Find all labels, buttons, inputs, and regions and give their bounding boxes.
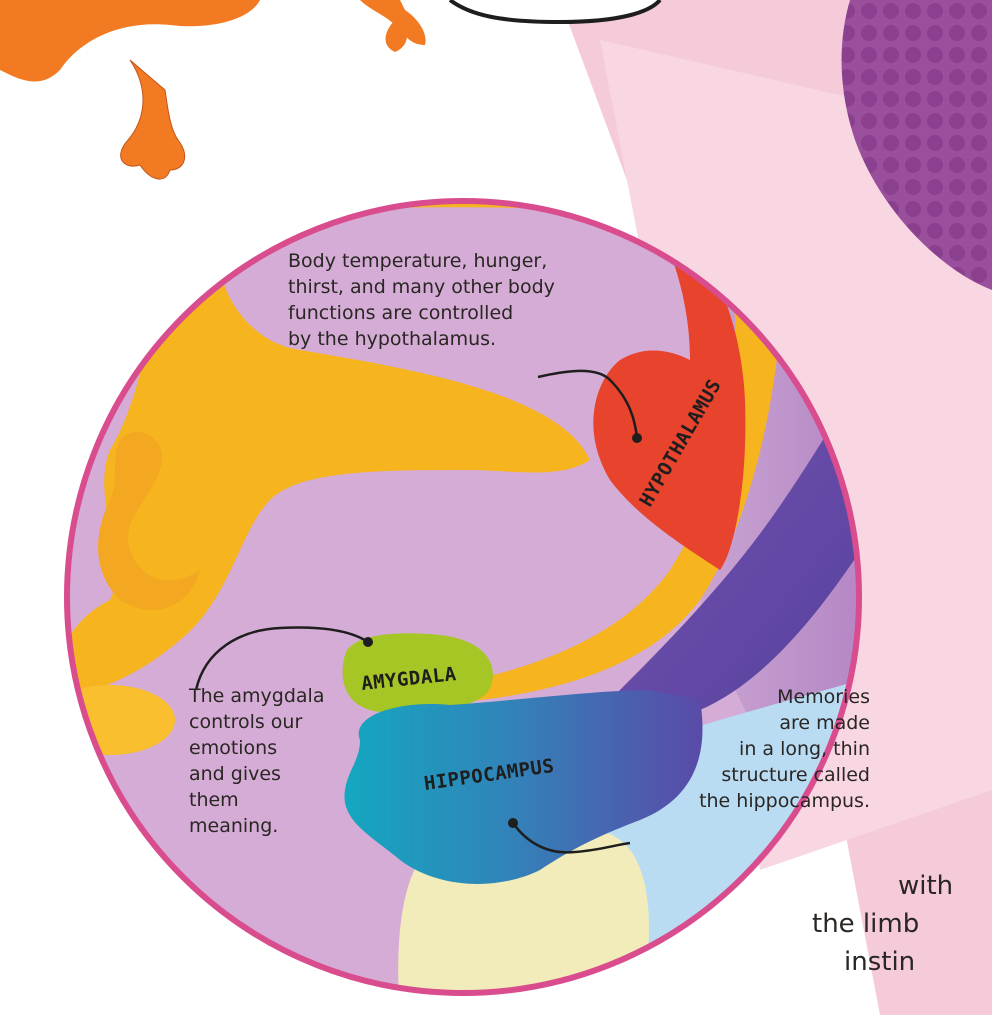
hypothalamus-caption: Body temperature, hunger, thirst, and ma… (288, 248, 588, 352)
amygdala-leader-dot (363, 637, 373, 647)
mascot-creature (0, 0, 426, 179)
hypothalamus-leader-dot (632, 433, 642, 443)
amygdala-caption: The amygdala controls our emotions and g… (189, 683, 329, 839)
hippocampus-leader-dot (508, 818, 518, 828)
yellow-blob-left (45, 685, 175, 755)
hippocampus-caption: Memories are made in a long, thin struct… (600, 684, 870, 814)
